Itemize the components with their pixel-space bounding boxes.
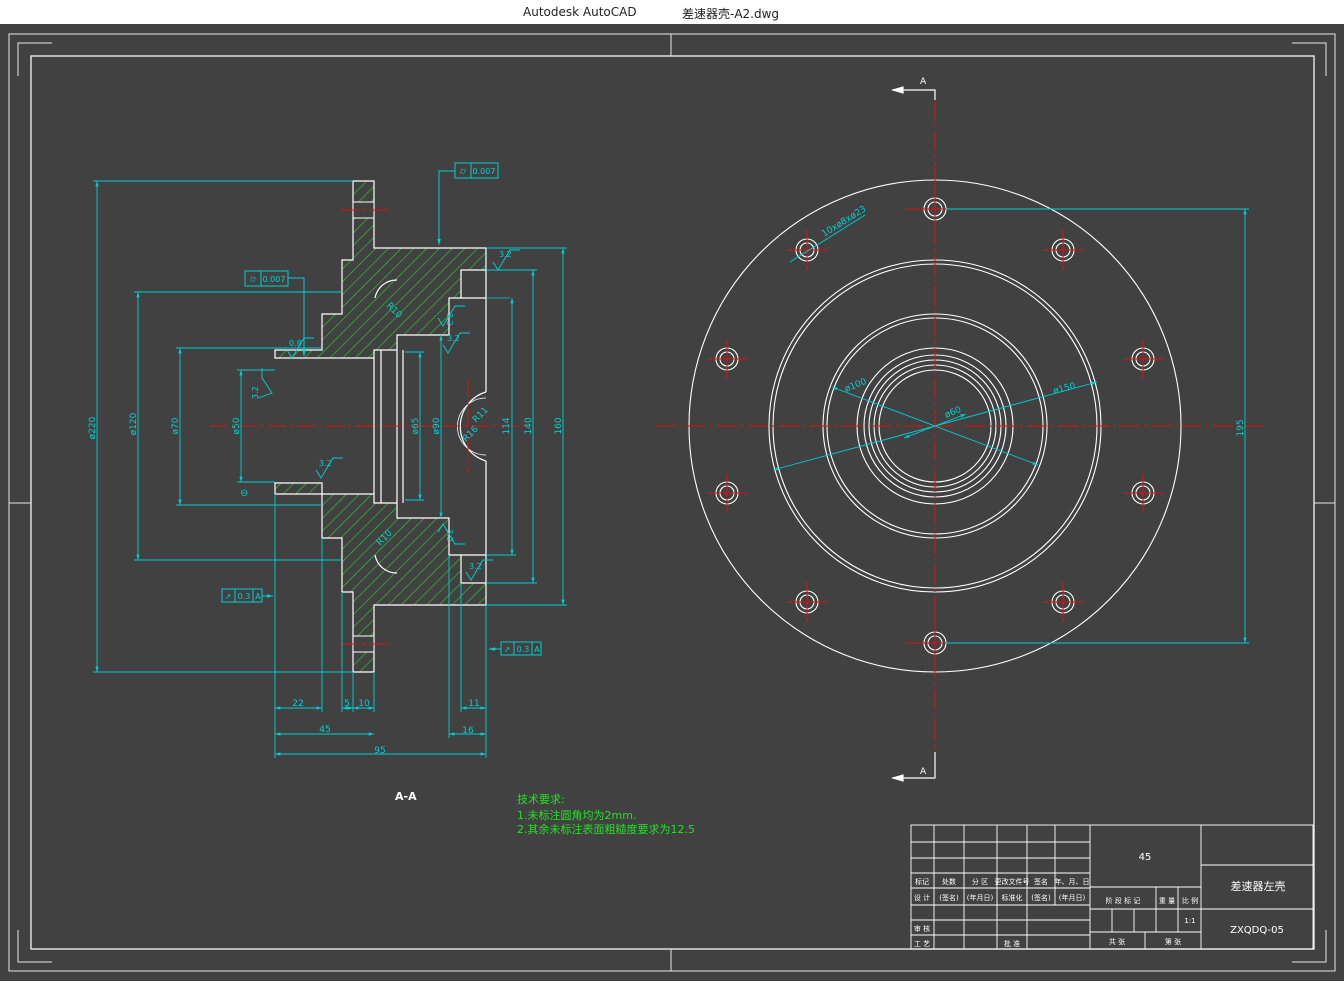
app-name: Autodesk AutoCAD xyxy=(523,5,637,19)
tb-sheets-total: 共 张 xyxy=(1109,937,1125,946)
svg-text:↗: ↗ xyxy=(225,592,232,601)
dim-10: 10 xyxy=(358,699,370,709)
front-view[interactable]: A A 10xø8xø23 ø100 ø60 ø150 195 xyxy=(655,77,1268,782)
dim-11: 11 xyxy=(468,699,479,709)
svg-text:↗: ↗ xyxy=(504,645,511,654)
datum-symbol: ⊖ xyxy=(240,488,248,499)
tb-header-mark: 标记 xyxy=(915,877,929,886)
tolerance-frame-3: ↗ 0.3 A xyxy=(221,588,273,603)
svg-text:0.3: 0.3 xyxy=(238,592,251,601)
section-view[interactable]: ø220 ø120 ø70 ø50 ø65 ø90 114 140 160 R1… xyxy=(88,162,567,803)
roughness-1: 3.2 xyxy=(499,250,512,259)
window-title-bar: Autodesk AutoCAD 差速器壳-A2.dwg xyxy=(0,0,1344,24)
file-name: 差速器壳-A2.dwg xyxy=(682,7,780,21)
tb-header-date: 年、月、日 xyxy=(1055,877,1090,886)
tech-line-2: 2.其余未标注表面粗糙度要求为12.5 xyxy=(517,822,695,836)
title-block[interactable]: 标记 处数 分 区 更改文件号 签名 年、月、日 设 计 (签名) (年月日) … xyxy=(910,824,1314,950)
tech-title: 技术要求: xyxy=(517,793,565,806)
svg-text:0.007: 0.007 xyxy=(263,275,286,284)
roughness-2: 3.2 xyxy=(445,313,454,326)
svg-text:A: A xyxy=(534,645,540,654)
roughness-3: 3.2 xyxy=(447,334,460,343)
svg-text:A: A xyxy=(255,592,261,601)
dim-195: 195 xyxy=(1236,419,1246,436)
svg-text:0.3: 0.3 xyxy=(517,645,530,654)
tech-line-1: 1.未标注圆角均为2mm. xyxy=(517,808,636,822)
svg-text:0.007: 0.007 xyxy=(473,167,496,176)
technical-requirements: 技术要求: 1.未标注圆角均为2mm. 2.其余未标注表面粗糙度要求为12.5 xyxy=(517,793,695,836)
dim-5: 5 xyxy=(344,699,350,709)
dim-95: 95 xyxy=(374,746,385,756)
dim-114: 114 xyxy=(502,417,512,434)
tb-design-date: (年月日) xyxy=(967,893,994,902)
dim-140: 140 xyxy=(524,417,534,434)
roughness-8: 3.2 xyxy=(251,386,260,399)
tb-standard: 标准化 xyxy=(1002,893,1023,902)
tolerance-frame-2: ⌭ 0.007 xyxy=(244,270,306,356)
tolerance-frame-1: ⌭ 0.007 xyxy=(437,162,499,245)
dim-d150: ø150 xyxy=(1052,381,1077,397)
tb-part-name: 差速器左壳 xyxy=(1231,879,1286,893)
section-mark-top: A xyxy=(920,77,927,87)
dim-holes: 10xø8xø23 xyxy=(820,204,868,239)
dim-d50: ø50 xyxy=(232,417,242,434)
svg-text:⌭: ⌭ xyxy=(460,167,467,177)
roughness-5: 3.2 xyxy=(469,562,482,571)
tb-review: 审 核 xyxy=(914,924,930,933)
tb-standard-sign: (签名) xyxy=(1031,893,1051,902)
section-mark-bottom: A xyxy=(920,767,927,777)
dim-r16: R16 xyxy=(461,424,481,444)
tb-sheet-no: 第 张 xyxy=(1165,937,1181,946)
dim-d120: ø120 xyxy=(129,412,139,435)
tb-drawing-no: ZXQDQ-05 xyxy=(1230,925,1284,936)
dim-45: 45 xyxy=(319,725,330,735)
tb-header-doc: 更改文件号 xyxy=(995,877,1030,886)
dim-22: 22 xyxy=(292,699,303,709)
section-marker-arrows xyxy=(890,86,936,782)
dim-d65: ø65 xyxy=(411,418,421,435)
drawing-svg[interactable]: ø220 ø120 ø70 ø50 ø65 ø90 114 140 160 R1… xyxy=(0,24,1344,981)
dim-160: 160 xyxy=(554,417,564,434)
tb-scale: 1:1 xyxy=(1184,917,1195,925)
tb-design-sign: (签名) xyxy=(939,893,959,902)
tb-process: 工 艺 xyxy=(914,940,930,948)
roughness-6: 3.2 xyxy=(319,459,332,468)
tb-material: 45 xyxy=(1139,852,1152,863)
section-hatch-upper xyxy=(274,180,487,359)
tb-scale-label: 比 例 xyxy=(1182,896,1198,905)
tb-header-count: 处数 xyxy=(942,877,956,886)
roughness-4: 3.2 xyxy=(445,529,454,542)
dim-r11: R11 xyxy=(471,406,491,426)
dim-d60: ø60 xyxy=(943,405,963,421)
tb-approve: 批 准 xyxy=(1004,939,1020,948)
tb-weight: 重 量 xyxy=(1159,897,1175,905)
dim-16: 16 xyxy=(462,726,474,736)
tb-stage: 阶 段 标 记 xyxy=(1106,896,1141,905)
roughness-7: 0.8 xyxy=(289,339,302,348)
svg-text:⌭: ⌭ xyxy=(250,275,257,285)
drawing-border xyxy=(8,33,1336,972)
tb-header-zone: 分 区 xyxy=(972,877,988,886)
tb-design: 设 计 xyxy=(914,893,930,902)
dim-d220: ø220 xyxy=(88,416,98,439)
tb-header-sign: 签名 xyxy=(1034,877,1048,886)
dim-d90: ø90 xyxy=(432,417,442,434)
section-label: A-A xyxy=(395,790,417,803)
drawing-canvas[interactable]: ø220 ø120 ø70 ø50 ø65 ø90 114 140 160 R1… xyxy=(0,24,1344,981)
dim-d70: ø70 xyxy=(171,417,181,434)
tb-standard-date: (年月日) xyxy=(1059,893,1086,902)
tolerance-frame-4: ↗ 0.3 A xyxy=(489,641,542,656)
